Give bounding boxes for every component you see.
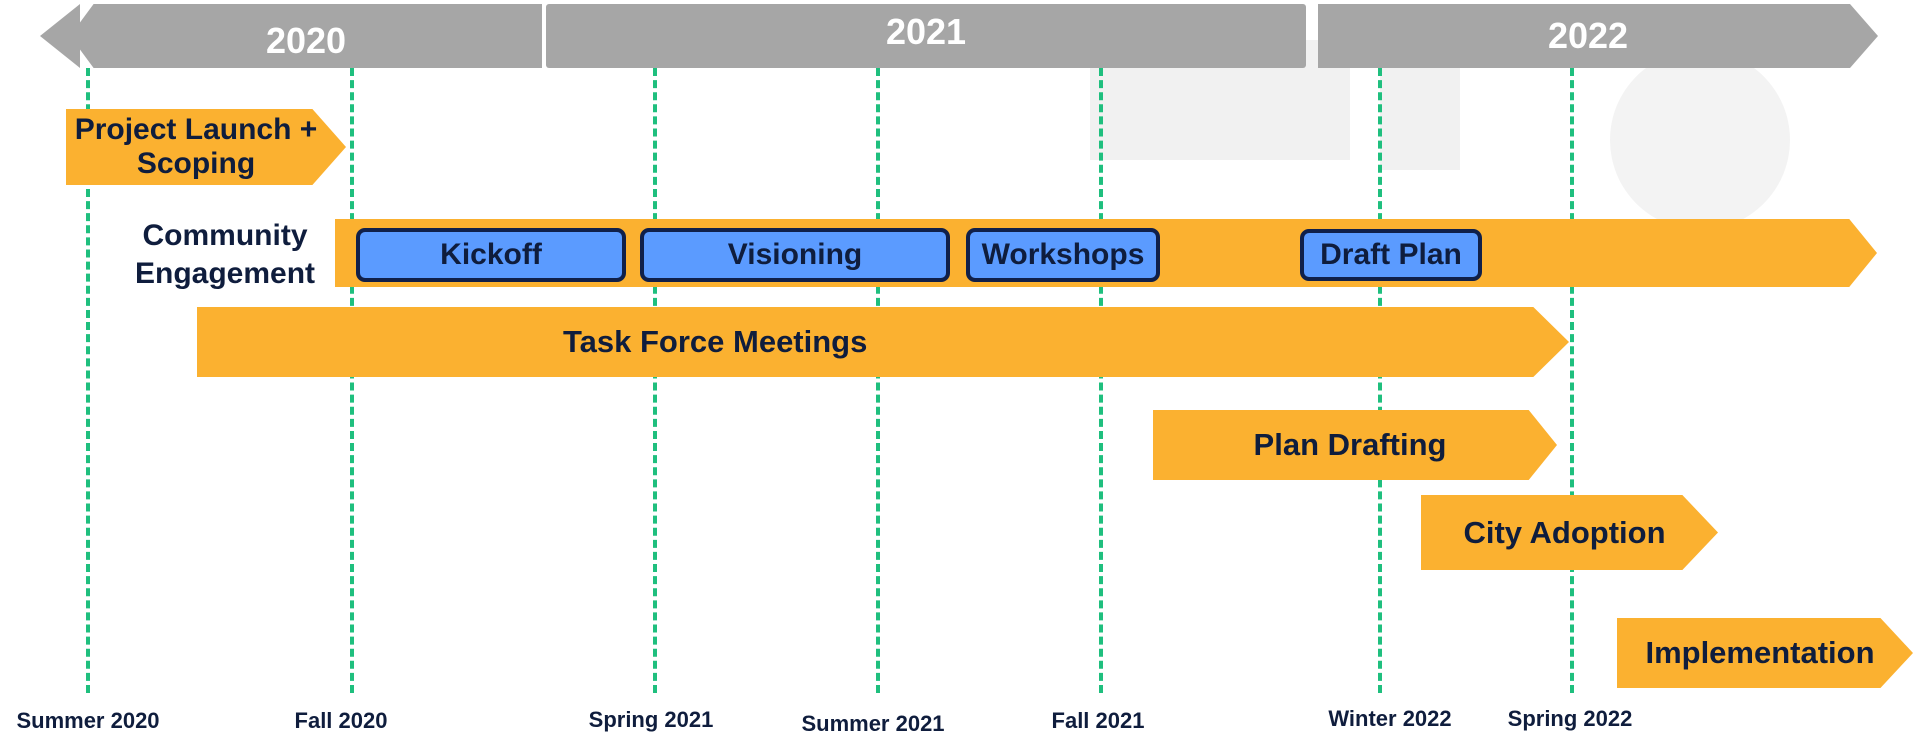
bar-task-force-meetings: Task Force Meetings <box>197 307 1569 377</box>
phase-kickoff: Kickoff <box>356 228 626 282</box>
bar-plan-drafting: Plan Drafting <box>1153 410 1557 480</box>
ferris-wheel-background <box>1610 50 1790 230</box>
bar-label: Task Force Meetings <box>563 324 868 360</box>
season-label: Winter 2022 <box>1328 706 1452 731</box>
year-label: 2022 <box>1547 15 1629 56</box>
phase-label: Kickoff <box>440 238 542 271</box>
season-label: Summer 2020 <box>16 708 160 733</box>
phase-label: Visioning <box>727 238 863 271</box>
guide-fall-2020 <box>350 68 354 693</box>
season-label: Spring 2022 <box>1507 706 1633 731</box>
year-label: 2021 <box>885 11 967 52</box>
timeline-left-arrow <box>40 4 80 68</box>
guide-spring-2022 <box>1570 68 1574 693</box>
phase-label: Workshops <box>981 238 1145 271</box>
bar-city-adoption: City Adoption <box>1421 495 1718 570</box>
phase-draft-plan: Draft Plan <box>1300 229 1482 281</box>
guide-spring-2021 <box>653 68 657 693</box>
bar-project-launch: Project Launch + Scoping <box>66 109 346 185</box>
phase-label: Draft Plan <box>1320 238 1462 271</box>
phase-visioning: Visioning <box>640 228 950 282</box>
bar-label: Project Launch + Scoping <box>74 112 318 181</box>
year-band-2020: 2020 <box>70 4 542 68</box>
bar-implementation: Implementation <box>1617 618 1913 688</box>
bar-label: Plan Drafting <box>1253 427 1447 463</box>
season-label: Spring 2021 <box>588 707 714 732</box>
guide-summer-2021 <box>876 68 880 693</box>
bar-label: Implementation <box>1645 635 1875 671</box>
bar-label: City Adoption <box>1463 514 1666 550</box>
guide-winter-2022 <box>1378 68 1382 693</box>
skyline-background <box>1380 60 1460 170</box>
guide-summer-2020 <box>86 68 90 693</box>
guide-fall-2021 <box>1099 68 1103 693</box>
community-engagement-label: Community Engagement <box>134 219 316 290</box>
season-label: Fall 2021 <box>1051 708 1145 733</box>
season-label: Summer 2021 <box>801 711 945 736</box>
season-label: Fall 2020 <box>294 708 388 733</box>
year-label: 2020 <box>265 20 347 61</box>
year-band-2021: 2021 <box>546 4 1306 68</box>
phase-workshops: Workshops <box>966 228 1160 282</box>
year-band-2022: 2022 <box>1318 4 1878 68</box>
